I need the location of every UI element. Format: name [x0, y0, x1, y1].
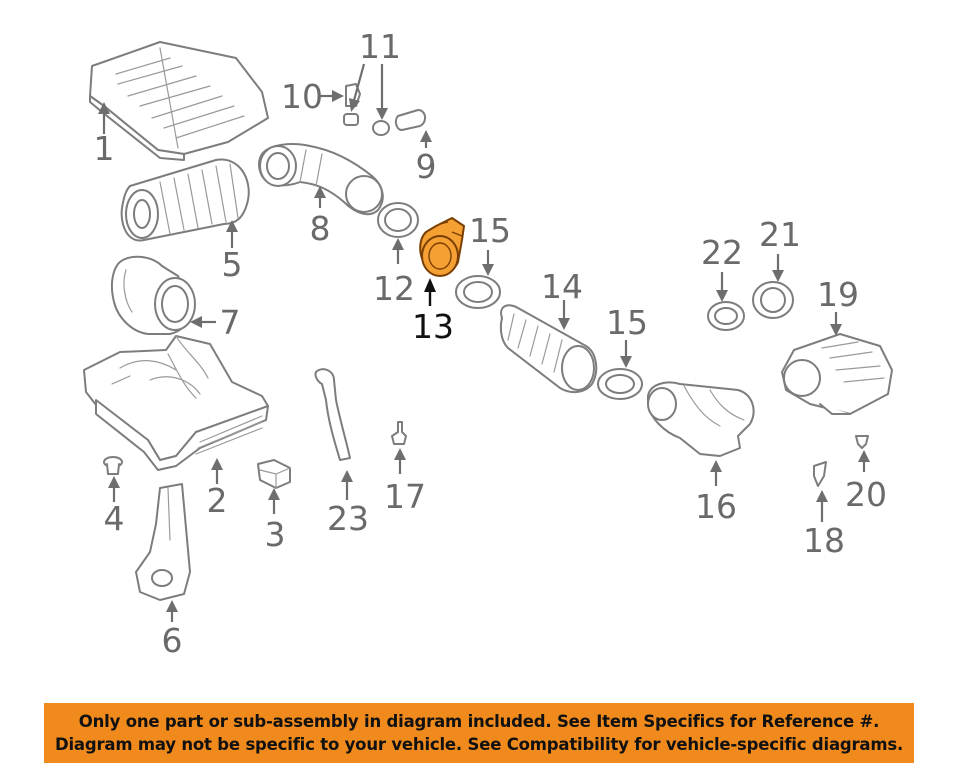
callout-6: 6	[162, 621, 183, 660]
disclaimer-line-1: Only one part or sub-assembly in diagram…	[78, 712, 880, 731]
callout-8: 8	[310, 209, 331, 248]
part-20-push-pin	[855, 435, 869, 449]
part-15-clamp-upper	[455, 275, 501, 309]
callout-13: 13	[412, 307, 454, 346]
part-14-intake-hose	[499, 304, 598, 394]
part-16-resonator	[647, 381, 755, 457]
part-12-clamp	[377, 202, 419, 238]
disclaimer-line-2: Diagram may not be specific to your vehi…	[54, 735, 904, 754]
callout-1: 1	[94, 129, 115, 168]
callout-20: 20	[845, 475, 887, 514]
part-11-grommets	[343, 113, 390, 136]
callout-4: 4	[104, 499, 125, 538]
callout-11: 11	[359, 27, 401, 66]
part-13-throttle-body	[419, 217, 465, 277]
part-2-air-cleaner-housing	[83, 335, 269, 471]
part-7-maf-housing	[110, 255, 196, 335]
callout-21: 21	[759, 215, 801, 254]
callout-3: 3	[265, 515, 286, 554]
callout-15-upper: 15	[469, 211, 511, 250]
callout-7: 7	[220, 303, 241, 342]
part-8-intake-duct	[258, 143, 384, 216]
part-6-bracket	[135, 483, 191, 601]
callout-22: 22	[701, 233, 743, 272]
part-5-air-filter	[120, 158, 250, 242]
callout-23: 23	[327, 499, 369, 538]
callout-16: 16	[695, 487, 737, 526]
part-19-resonator-box	[781, 333, 893, 415]
callout-12: 12	[373, 269, 415, 308]
callout-5: 5	[222, 245, 243, 284]
part-22-clamp	[707, 301, 745, 331]
callout-18: 18	[803, 521, 845, 560]
part-17-stud	[391, 421, 407, 445]
callout-9: 9	[416, 147, 437, 186]
callout-17: 17	[384, 477, 426, 516]
callout-14: 14	[541, 267, 583, 306]
disclaimer-banner: Only one part or sub-assembly in diagram…	[44, 703, 914, 763]
part-23-hose	[314, 368, 351, 461]
part-18-stud	[813, 461, 827, 487]
parts-diagram: 1 2 3 4 5 6 7 8 9 10 11 12 13 14 15 15 1…	[83, 27, 893, 660]
callout-10: 10	[281, 77, 323, 116]
part-3-clip	[257, 459, 291, 489]
part-15-clamp-lower	[597, 368, 643, 400]
part-1-air-cleaner-cover	[89, 41, 269, 161]
callout-2: 2	[207, 481, 228, 520]
callout-15-lower: 15	[606, 303, 648, 342]
callout-19: 19	[817, 275, 859, 314]
part-21-grommet	[752, 281, 794, 319]
leader-lines	[98, 63, 870, 622]
callout-labels: 1 2 3 4 5 6 7 8 9 10 11 12 13 14 15 15 1…	[94, 27, 888, 660]
part-9-valve	[394, 109, 426, 131]
part-4-push-pin	[103, 456, 123, 475]
